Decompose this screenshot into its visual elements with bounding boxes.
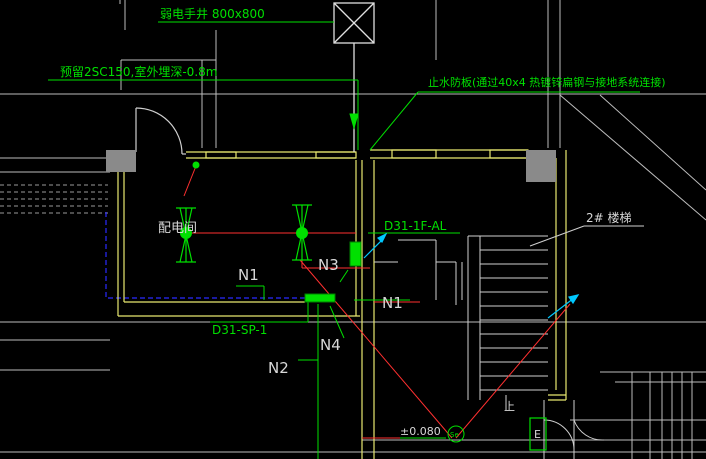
panel-d31-sp xyxy=(304,293,336,303)
panel-boxes xyxy=(304,241,362,303)
label-n4: N4 xyxy=(320,336,341,354)
label-d31-sp: D31-SP-1 xyxy=(212,323,267,337)
leader-lines xyxy=(48,21,640,459)
door-swing xyxy=(135,107,186,155)
label-n3: N3 xyxy=(318,256,339,274)
elevation-marker xyxy=(400,425,465,443)
label-handhole: 弱电手井 800x800 xyxy=(160,7,265,21)
e-box-symbol xyxy=(529,417,547,451)
column-left xyxy=(106,150,136,172)
cyan-arrows xyxy=(363,232,580,319)
fixture-dot-left xyxy=(180,227,192,239)
left-hatch-strip xyxy=(0,184,108,214)
room-walls xyxy=(117,149,567,459)
stair-leader xyxy=(529,225,585,247)
label-conduit: 预留2SC150,室外埋深-0.8m xyxy=(60,64,217,79)
label-d31-1f: D31-1F-AL xyxy=(384,219,447,233)
label-up: 上 xyxy=(504,400,515,413)
conduit-arrow xyxy=(349,113,359,130)
label-waterstop: 止水防板(通过40x4 热镀锌扁钢与接地系统连接) xyxy=(428,75,666,89)
label-se: Se xyxy=(450,431,459,439)
label-n2: N2 xyxy=(268,359,289,377)
fixture-dot-right xyxy=(296,227,308,239)
blue-dashed-boundary xyxy=(105,212,312,299)
label-n1-right: N1 xyxy=(382,294,403,312)
column-right xyxy=(526,150,556,182)
handhole-symbol xyxy=(333,2,375,152)
fixture-dot-top xyxy=(192,161,200,169)
structural-columns xyxy=(106,150,556,182)
panel-d31-1f xyxy=(349,241,362,267)
stair-outline xyxy=(374,235,605,459)
label-stair: 2# 楼梯 xyxy=(586,210,632,225)
label-room: 配电间 xyxy=(158,221,197,236)
label-elevation: ±0.080 xyxy=(400,425,441,438)
label-e-box: E xyxy=(534,428,541,441)
label-n1-left: N1 xyxy=(238,266,259,284)
